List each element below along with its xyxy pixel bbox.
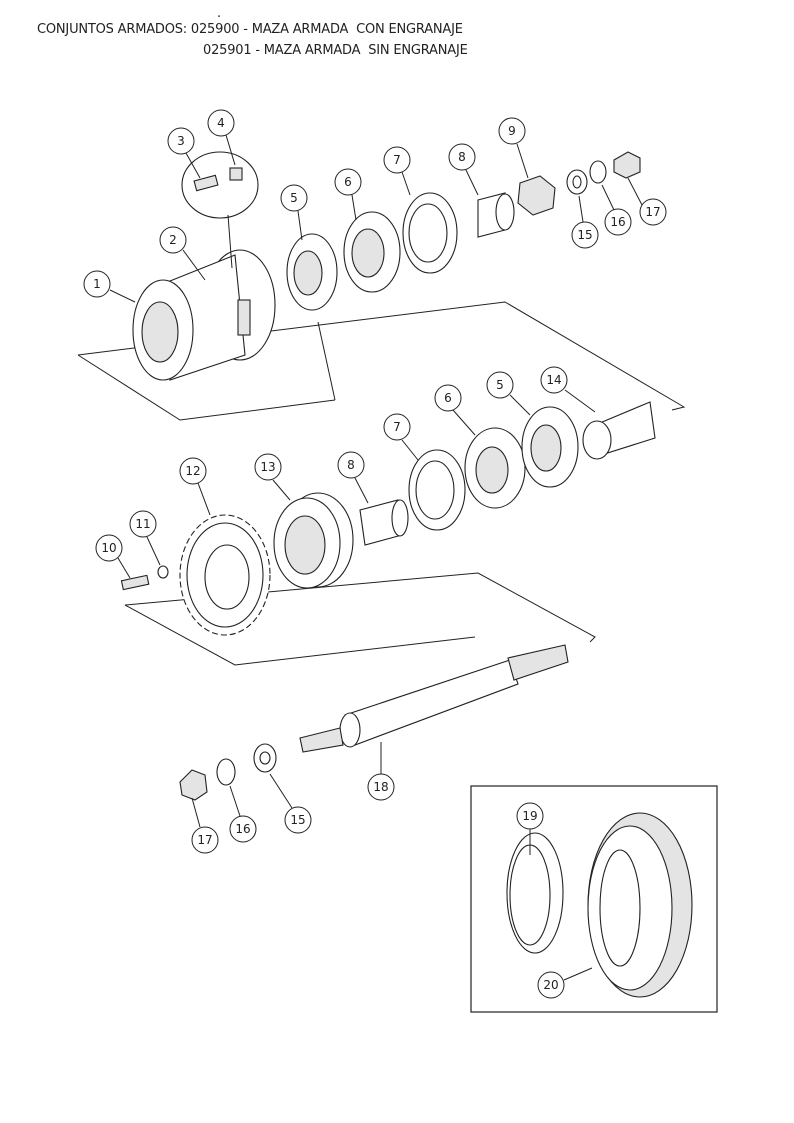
bearing-6-lower bbox=[464, 427, 526, 509]
hub-part bbox=[132, 249, 276, 381]
svg-text:13: 13 bbox=[260, 460, 275, 474]
callout-18: 18 bbox=[367, 773, 395, 801]
callout-5-lower: 5 bbox=[486, 371, 514, 399]
svg-text:15: 15 bbox=[577, 228, 592, 242]
svg-text:17: 17 bbox=[645, 205, 660, 219]
svg-text:15: 15 bbox=[290, 813, 305, 827]
svg-text:8: 8 bbox=[347, 458, 355, 472]
spacer-8-lower bbox=[359, 499, 409, 546]
callout-16: 16 bbox=[604, 208, 632, 236]
callout-9: 9 bbox=[498, 117, 526, 145]
nut-17-upper bbox=[613, 151, 641, 179]
svg-text:6: 6 bbox=[344, 175, 352, 189]
svg-text:11: 11 bbox=[135, 517, 150, 531]
lockwasher-16-upper bbox=[589, 160, 607, 184]
bolt-10 bbox=[120, 574, 150, 591]
callout-10: 10 bbox=[95, 534, 123, 562]
svg-text:12: 12 bbox=[185, 464, 200, 478]
callout-2: 2 bbox=[159, 226, 187, 254]
svg-text:5: 5 bbox=[496, 378, 504, 392]
svg-text:18: 18 bbox=[373, 780, 388, 794]
nut-part bbox=[229, 167, 243, 181]
callout-17: 17 bbox=[639, 198, 667, 226]
svg-text:1: 1 bbox=[93, 277, 101, 291]
svg-text:3: 3 bbox=[177, 134, 185, 148]
cup-7-upper bbox=[402, 192, 458, 274]
leader-lines bbox=[109, 134, 643, 981]
shaft-part bbox=[299, 644, 569, 753]
svg-text:8: 8 bbox=[458, 150, 466, 164]
callout-15: 15 bbox=[571, 221, 599, 249]
svg-text:19: 19 bbox=[522, 809, 537, 823]
cup-7-lower bbox=[408, 449, 466, 531]
callout-7: 7 bbox=[383, 146, 411, 174]
bolt-part bbox=[193, 174, 219, 192]
callout-20: 20 bbox=[537, 971, 565, 999]
hub-13 bbox=[273, 492, 354, 589]
header-line-1: CONJUNTOS ARMADOS: 025900 - MAZA ARMADA … bbox=[37, 22, 463, 37]
callout-16-lower: 16 bbox=[229, 815, 257, 843]
svg-text:20: 20 bbox=[543, 978, 558, 992]
nut-9 bbox=[517, 175, 556, 216]
svg-text:5: 5 bbox=[290, 191, 298, 205]
callout-4: 4 bbox=[207, 109, 235, 137]
svg-text:4: 4 bbox=[217, 116, 225, 130]
bearing-6-upper bbox=[343, 211, 401, 293]
callout-14: 14 bbox=[540, 366, 568, 394]
header-dot: . bbox=[217, 6, 221, 21]
lockwasher-16-lower bbox=[216, 758, 236, 786]
sleeve-14 bbox=[582, 401, 656, 460]
svg-text:6: 6 bbox=[444, 391, 452, 405]
svg-text:16: 16 bbox=[235, 822, 250, 836]
callout-11: 11 bbox=[129, 510, 157, 538]
upper-plane-outline-bottom bbox=[77, 354, 336, 421]
svg-text:7: 7 bbox=[393, 420, 401, 434]
svg-text:14: 14 bbox=[546, 373, 561, 387]
callout-6-lower: 6 bbox=[434, 384, 462, 412]
wheel-inset-box bbox=[470, 785, 718, 1013]
callout-3: 3 bbox=[167, 127, 195, 155]
callout-6: 6 bbox=[334, 168, 362, 196]
callout-12: 12 bbox=[179, 457, 207, 485]
upper-plane-outline bbox=[77, 301, 686, 411]
callout-5: 5 bbox=[280, 184, 308, 212]
bearing-5-upper bbox=[286, 233, 338, 311]
callout-13: 13 bbox=[254, 453, 282, 481]
washer-15-upper bbox=[566, 169, 588, 195]
svg-text:16: 16 bbox=[610, 215, 625, 229]
nut-17-lower bbox=[179, 769, 208, 801]
callout-7-lower: 7 bbox=[383, 413, 411, 441]
bearing-5-lower bbox=[521, 406, 579, 488]
detail-inset bbox=[181, 151, 259, 219]
callout-8: 8 bbox=[448, 143, 476, 171]
callout-19: 19 bbox=[516, 802, 544, 830]
washer-15-lower bbox=[253, 743, 277, 773]
callout-17-lower: 17 bbox=[191, 826, 219, 854]
svg-text:9: 9 bbox=[508, 124, 516, 138]
washer-11 bbox=[157, 565, 169, 579]
svg-text:10: 10 bbox=[101, 541, 116, 555]
callout-15-lower: 15 bbox=[284, 806, 312, 834]
svg-text:7: 7 bbox=[393, 153, 401, 167]
callout-8-lower: 8 bbox=[337, 451, 365, 479]
sprocket-part bbox=[179, 514, 271, 636]
tire-20 bbox=[587, 812, 693, 998]
spacer-8-upper bbox=[477, 192, 515, 238]
header-line-2: 025901 - MAZA ARMADA SIN ENGRANAJE bbox=[203, 43, 468, 58]
svg-text:2: 2 bbox=[169, 233, 177, 247]
callout-1: 1 bbox=[83, 270, 111, 298]
svg-text:17: 17 bbox=[197, 833, 212, 847]
rim-19 bbox=[506, 832, 564, 954]
